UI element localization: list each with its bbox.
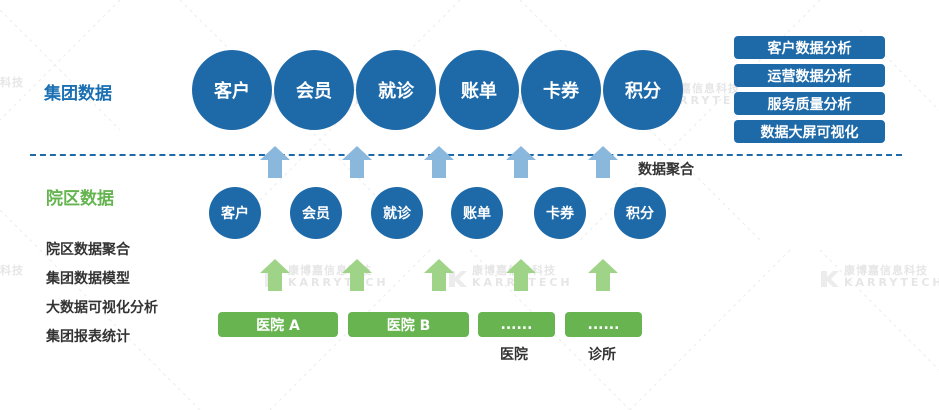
up-arrow-icon (342, 146, 372, 178)
group-circle-member: 会员 (274, 50, 354, 130)
feature-item: 大数据可视化分析 (46, 300, 158, 316)
feature-item: 院区数据聚合 (46, 242, 130, 258)
analysis-item-operations: 运营数据分析 (734, 64, 885, 87)
hospital-circle-points: 积分 (614, 187, 666, 239)
up-arrow-icon (424, 259, 454, 291)
feature-item: 集团报表统计 (46, 329, 130, 345)
aggregation-label: 数据聚合 (638, 162, 694, 178)
up-arrow-icon (506, 259, 536, 291)
caption-hospital: 医院 (500, 347, 528, 363)
group-circle-visit: 就诊 (356, 50, 436, 130)
hospital-circle-coupon: 卡券 (534, 187, 586, 239)
up-arrow-icon (506, 146, 536, 178)
watermark-logo-icon (821, 271, 839, 287)
section-divider (30, 154, 902, 156)
source-hospital-a: 医院 A (218, 312, 338, 337)
group-circle-customer: 客户 (192, 50, 272, 130)
hospital-circle-customer: 客户 (209, 187, 261, 239)
watermark-text: 科技 (0, 264, 24, 277)
source-hospital-b: 医院 B (348, 312, 469, 337)
watermark-text: 康博嘉信息科技 KARRYTECH (844, 264, 939, 289)
feature-item: 集团数据模型 (46, 271, 130, 287)
watermark-text: 科技 (0, 76, 24, 89)
watermark-logo-icon (449, 271, 467, 287)
group-data-title: 集团数据 (44, 84, 112, 104)
up-arrow-icon (260, 146, 290, 178)
source-hospital-more: ...... (478, 312, 555, 337)
up-arrow-icon (588, 259, 618, 291)
up-arrow-icon (342, 259, 372, 291)
source-clinic-more: ...... (565, 312, 642, 337)
up-arrow-icon (424, 146, 454, 178)
analysis-item-customer: 客户数据分析 (734, 36, 885, 59)
hospital-circle-visit: 就诊 (371, 187, 423, 239)
caption-clinic: 诊所 (588, 347, 616, 363)
up-arrow-icon (260, 259, 290, 291)
analysis-item-dashboard: 数据大屏可视化 (734, 120, 885, 143)
group-circle-coupon: 卡券 (521, 50, 601, 130)
group-circle-bill: 账单 (439, 50, 519, 130)
hospital-circle-member: 会员 (290, 187, 342, 239)
analysis-item-service: 服务质量分析 (734, 92, 885, 115)
up-arrow-icon (588, 146, 618, 178)
group-circle-points: 积分 (603, 50, 683, 130)
hospital-circle-bill: 账单 (451, 187, 503, 239)
hospital-data-title: 院区数据 (46, 189, 114, 209)
watermark-text: 康博嘉信息科技 KARRYTECH (288, 264, 389, 289)
